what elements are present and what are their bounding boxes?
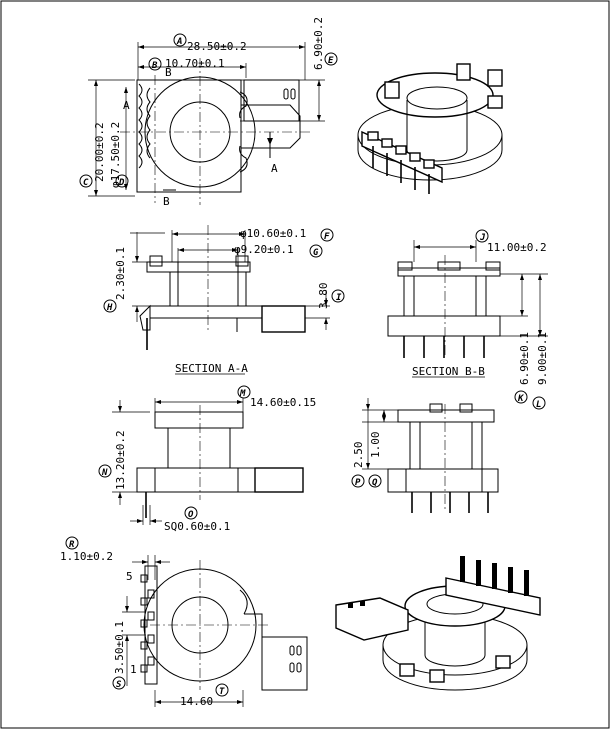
pin-label-1: 1 <box>130 663 137 676</box>
isometric-view-top <box>357 63 503 194</box>
balloon-b: B <box>148 57 162 71</box>
svg-text:T: T <box>219 687 225 697</box>
dim-m-text: 14.60±0.15 <box>250 396 316 409</box>
dim-i-text: 3.80 <box>317 283 330 310</box>
svg-text:K: K <box>517 394 525 404</box>
balloon-n: N <box>98 464 112 478</box>
svg-text:C: C <box>83 178 89 188</box>
pin-label-5: 5 <box>126 570 133 583</box>
isometric-view-bottom <box>335 556 541 691</box>
balloon-d: D <box>115 174 129 188</box>
section-b-b-view <box>387 240 548 358</box>
svg-text:S: S <box>116 680 122 690</box>
svg-text:A: A <box>176 37 182 47</box>
section-mark-b-top: B <box>165 66 172 79</box>
dim-p-text: 2.50 <box>352 442 365 469</box>
dim-s-text: 3.50±0.1 <box>113 621 126 674</box>
bottom-view <box>122 555 308 707</box>
balloon-h: H <box>103 299 117 313</box>
svg-text:O: O <box>188 510 194 520</box>
balloon-a: A <box>173 33 187 47</box>
front-view <box>112 398 304 525</box>
balloon-l: L <box>532 396 546 410</box>
balloon-q: Q <box>368 474 382 488</box>
dim-t-text: 14.60 <box>180 695 213 708</box>
balloon-p: P <box>351 474 365 488</box>
balloon-r: R <box>65 536 79 550</box>
dim-r-text: 1.10±0.2 <box>60 550 113 563</box>
balloon-e: E <box>324 52 338 66</box>
dim-k-text: 6.90±0.1 <box>518 332 531 385</box>
svg-text:L: L <box>536 400 541 410</box>
section-mark-b-bottom: B <box>163 195 170 208</box>
top-terminal-tab <box>243 79 300 122</box>
side-view <box>362 398 499 513</box>
svg-text:P: P <box>355 478 361 488</box>
svg-text:J: J <box>479 233 486 243</box>
dim-a-text: 28.50±0.2 <box>187 40 247 53</box>
svg-text:G: G <box>313 248 319 258</box>
balloon-s: S <box>112 676 126 690</box>
dim-c-text: 20.00±0.2 <box>93 122 106 182</box>
dim-o-text: SQ0.60±0.1 <box>164 520 230 533</box>
dim-f-text: φ10.60±0.1 <box>240 227 306 240</box>
svg-text:M: M <box>239 389 246 399</box>
balloon-o: O <box>184 506 198 520</box>
svg-text:I: I <box>336 293 342 303</box>
dim-n-text: 13.20±0.2 <box>114 430 127 490</box>
dim-d-text: φ17.50±0.2 <box>109 122 122 188</box>
svg-text:B: B <box>151 61 158 71</box>
dim-j-text: 11.00±0.2 <box>487 241 547 254</box>
svg-text:R: R <box>69 540 75 550</box>
svg-text:H: H <box>106 303 113 313</box>
balloon-f: F <box>320 228 334 242</box>
balloon-m: M <box>237 385 251 399</box>
dim-h-text: 2.30±0.1 <box>114 247 127 300</box>
svg-text:Q: Q <box>372 478 378 488</box>
section-mark-a-right: A <box>271 162 278 175</box>
section-a-a-view <box>130 225 330 350</box>
balloon-c: C <box>79 174 93 188</box>
balloon-g: G <box>309 244 323 258</box>
top-view: B B A A <box>88 42 325 208</box>
dim-e-text: 6.90±0.2 <box>312 17 325 70</box>
dim-g-text: φ9.20±0.1 <box>234 243 294 256</box>
caption-section-aa: SECTION A-A <box>175 362 248 375</box>
svg-text:E: E <box>328 56 334 66</box>
balloon-j: J <box>475 229 489 243</box>
balloon-i: I <box>331 289 345 303</box>
svg-text:N: N <box>101 468 108 478</box>
svg-text:D: D <box>118 178 125 188</box>
svg-text:F: F <box>324 232 330 242</box>
balloon-t: T <box>215 683 229 697</box>
dim-l-text: 9.00±0.1 <box>536 332 549 385</box>
top-body-outline <box>136 79 242 193</box>
section-mark-a-left: A <box>123 99 130 112</box>
caption-section-bb: SECTION B-B <box>412 365 485 378</box>
balloon-k: K <box>514 390 528 404</box>
dim-b-text: 10.70±0.1 <box>165 57 225 70</box>
dim-q-text: 1.00 <box>369 432 382 459</box>
